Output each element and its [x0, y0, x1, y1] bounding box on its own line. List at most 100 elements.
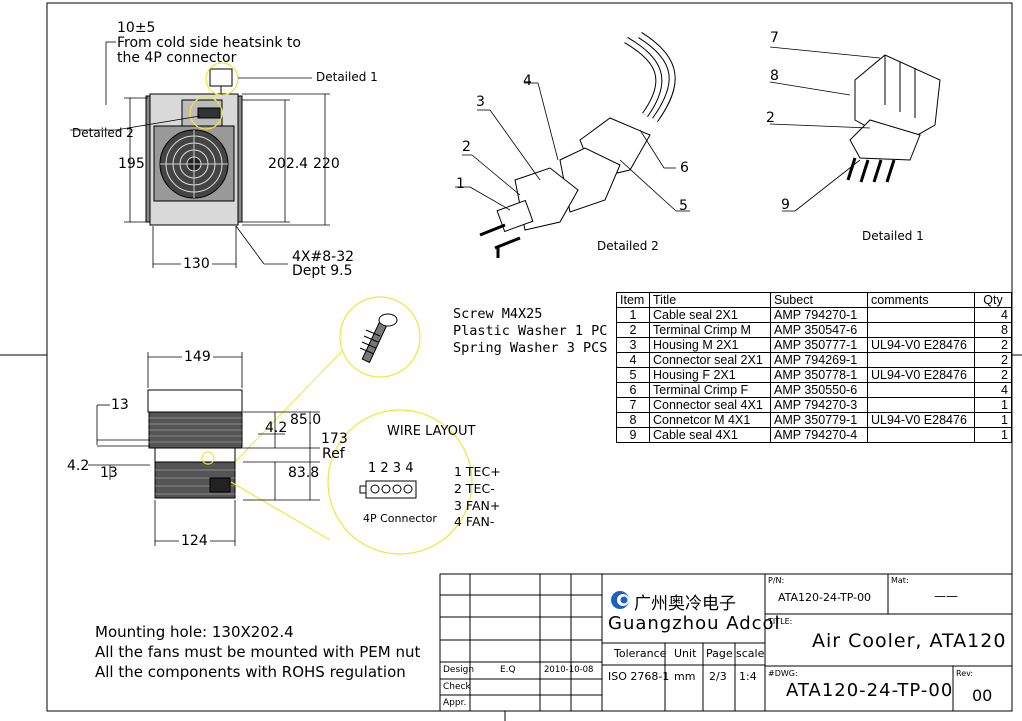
bom-cell: 8 — [616, 412, 650, 428]
design-date: 2010-10-08 — [544, 665, 594, 675]
pin-numbers: 1 2 3 4 — [368, 461, 414, 476]
dim-83-8: 83.8 — [288, 465, 320, 481]
rev-value: 00 — [972, 686, 993, 705]
hole-spec-line2: Dept 9.5 — [292, 263, 353, 279]
appr-label: Appr. — [443, 698, 467, 708]
dim-173: 173 — [321, 431, 348, 447]
bom-cell: Cable seal 4X1 — [649, 427, 771, 443]
bom-cell: 1 — [974, 427, 1012, 443]
screw-note-1: Screw M4X25 — [453, 306, 543, 322]
bom-cell: 2 — [974, 352, 1012, 368]
page-label: Page — [706, 647, 733, 660]
callout-2: 2 — [462, 139, 471, 155]
bom-cell: Housing F 2X1 — [649, 367, 771, 383]
cable-length-note-1: 10±5 — [117, 20, 156, 36]
detail2-caption: Detailed 2 — [597, 239, 659, 253]
hole-spec-line1: 4X#8-32 — [292, 249, 355, 265]
screw-note-2: Plastic Washer 1 PC — [453, 323, 608, 339]
bom-cell: 1 — [974, 412, 1012, 428]
title-label: TITLE: — [768, 617, 793, 626]
dim-195: 195 — [118, 156, 145, 172]
title-block-grid — [439, 573, 1013, 712]
screw-note-3: Spring Washer 3 PCS — [453, 340, 608, 356]
dim-ref: Ref — [322, 446, 345, 462]
bom-cell: Cable seal 2X1 — [649, 307, 771, 323]
bom-cell — [867, 352, 975, 368]
bom-cell: Connector seal 4X1 — [649, 397, 771, 413]
pn-label: P/N: — [768, 576, 785, 585]
dwg-label: #DWG: — [768, 669, 798, 678]
bom-cell — [867, 322, 975, 338]
bom-cell: AMP 794270-1 — [770, 307, 868, 323]
bom-cell — [867, 382, 975, 398]
callout-4: 4 — [523, 73, 532, 89]
bom-cell: AMP 350547-6 — [770, 322, 868, 338]
dim-149: 149 — [182, 349, 213, 365]
note-mounting-hole: Mounting hole: 130X202.4 — [95, 623, 294, 641]
wire-1: 1 TEC+ — [454, 464, 501, 479]
note-rohs: All the components with ROHS regulation — [95, 663, 406, 681]
mat-label: Mat: — [891, 576, 909, 585]
dim-124: 124 — [179, 533, 210, 549]
callout-5: 5 — [679, 198, 688, 214]
note-pem-nut: All the fans must be mounted with PEM nu… — [95, 643, 421, 661]
page-value: 2/3 — [709, 670, 727, 683]
callout-3: 3 — [476, 94, 485, 110]
pn-value: ATA120-24-TP-00 — [778, 591, 872, 604]
bom-cell: AMP 350778-1 — [770, 367, 868, 383]
bom-cell: 4 — [974, 382, 1012, 398]
dim-13-bottom: 13 — [100, 465, 118, 481]
bom-cell: 2 — [974, 337, 1012, 353]
screw-detail-drawing — [230, 296, 421, 467]
bom-cell: 2 — [616, 322, 650, 338]
callout-1: 1 — [456, 176, 465, 192]
bom-cell: 1 — [974, 397, 1012, 413]
dwg-number: ATA120-24-TP-00 — [786, 680, 954, 701]
bom-cell: AMP 350777-1 — [770, 337, 868, 353]
bom-header-comments: comments — [867, 292, 975, 308]
bom-cell: 4 — [616, 352, 650, 368]
dim-85-0: 85.0 — [290, 412, 322, 428]
dim-4-2-right: 4.2 — [265, 420, 288, 436]
bom-cell — [867, 427, 975, 443]
company-logo — [611, 591, 629, 609]
bom-cell — [867, 307, 975, 323]
connector-detail2-drawing — [479, 32, 676, 258]
callout-2b: 2 — [766, 110, 775, 126]
mat-value: —— — [934, 589, 958, 603]
bom-cell: Terminal Crimp M — [649, 322, 771, 338]
connector-label: 4P Connector — [363, 512, 437, 525]
bom-cell: AMP 794269-1 — [770, 352, 868, 368]
tolerance-label: Tolerance — [614, 647, 667, 660]
design-label: Design — [443, 665, 475, 675]
bom-cell — [867, 397, 975, 413]
top-view-cooler — [145, 68, 243, 226]
detail1-caption: Detailed 1 — [862, 229, 924, 243]
bom-cell: 4 — [974, 307, 1012, 323]
bom-cell: Connector seal 2X1 — [649, 352, 771, 368]
bom-cell: AMP 350550-6 — [770, 382, 868, 398]
bom-cell: Terminal Crimp F — [649, 382, 771, 398]
bom-header-subject: Subect — [770, 292, 868, 308]
bom-cell: UL94-V0 E28476 — [867, 412, 975, 428]
side-view-cooler — [147, 389, 243, 499]
detail1-callout-label: Detailed 1 — [316, 70, 378, 84]
design-value: E.Q — [500, 665, 516, 675]
callout-7: 7 — [770, 30, 779, 46]
dim-130: 130 — [181, 256, 212, 272]
scale-value: 1:4 — [739, 670, 757, 683]
callout-6: 6 — [680, 160, 689, 176]
bom-header-item: Item — [616, 292, 650, 308]
scale-label: scale — [736, 647, 765, 660]
bom-cell: UL94-V0 E28476 — [867, 337, 975, 353]
bom-header-title: Title — [649, 292, 771, 308]
bom-cell: Connetcor M 4X1 — [649, 412, 771, 428]
wire-layout-title: WIRE LAYOUT — [387, 424, 476, 439]
rev-label: Rev: — [956, 669, 974, 678]
